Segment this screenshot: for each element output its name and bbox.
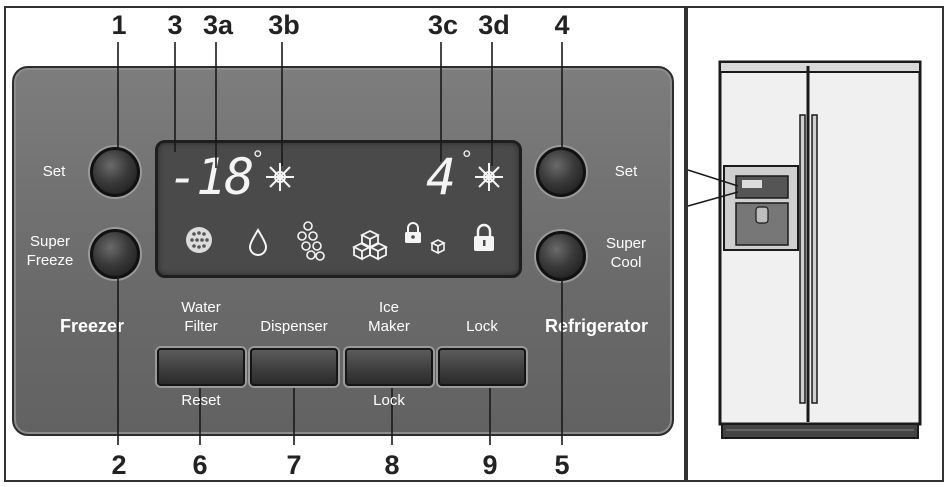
super-freeze-line2: Freeze: [26, 252, 74, 269]
lock-label: Lock: [466, 318, 498, 335]
callout-3b: 3b: [268, 10, 300, 40]
ice-maker-label: Ice Maker: [346, 298, 432, 336]
dispenser-label: Dispenser: [260, 318, 328, 335]
reset-label: Reset: [181, 392, 221, 409]
appliance-frame: [686, 6, 944, 482]
water-filter-line2: Filter: [184, 318, 218, 335]
lock-button[interactable]: [438, 348, 526, 386]
fridge-set-label: Set: [614, 163, 638, 180]
water-filter-line1: Water: [181, 299, 221, 316]
super-cool-line2: Cool: [610, 254, 642, 271]
freezer-section-label: Freezer: [60, 316, 125, 336]
freezer-degree: °: [253, 146, 263, 173]
freezer-set-button[interactable]: [90, 147, 140, 197]
lock-icon: [474, 223, 494, 251]
super-cool-label: Super Cool: [598, 234, 654, 272]
super-freeze-button[interactable]: [90, 229, 140, 279]
super-cool-button[interactable]: [536, 231, 586, 281]
refrigerator-section-label: Refrigerator: [545, 316, 649, 336]
ice-maker-line1: Ice: [378, 299, 399, 316]
dispenser-button[interactable]: [250, 348, 338, 386]
callout-3d: 3d: [478, 10, 510, 40]
callout-1: 1: [111, 10, 127, 40]
ice-maker-line2: Maker: [368, 318, 410, 335]
callout-4: 4: [554, 10, 570, 40]
callout-6: 6: [192, 450, 208, 480]
callout-8: 8: [384, 450, 400, 480]
super-freeze-line1: Super: [29, 233, 71, 250]
crushed-ice-icon: [297, 221, 325, 261]
callout-3: 3: [167, 10, 183, 40]
ice-cube-icon: [351, 229, 389, 261]
super-freeze-label: Super Freeze: [20, 232, 80, 270]
freezer-temp-readout: -18: [168, 148, 254, 206]
water-drop-icon: [248, 228, 268, 256]
ice-maker-lock-button[interactable]: [345, 348, 433, 386]
callout-3c: 3c: [427, 10, 459, 40]
snowflake-icon: [475, 163, 503, 191]
callout-9: 9: [482, 450, 498, 480]
snowflake-icon: [266, 163, 294, 191]
callout-3a: 3a: [202, 10, 234, 40]
fridge-degree: °: [462, 146, 472, 173]
ice-maker-lock-icon: [405, 222, 446, 255]
water-filter-icon: [186, 227, 212, 253]
water-filter-reset-button[interactable]: [157, 348, 245, 386]
callout-7: 7: [286, 450, 302, 480]
ice-maker-lock-label: Lock: [373, 392, 405, 409]
callout-5: 5: [554, 450, 570, 480]
super-cool-line1: Super: [605, 235, 647, 252]
callout-2: 2: [111, 450, 127, 480]
refrigerator-icon: [687, 60, 922, 439]
fridge-set-button[interactable]: [536, 147, 586, 197]
freezer-set-label: Set: [42, 163, 66, 180]
water-filter-label: Water Filter: [160, 298, 242, 336]
lcd-display: [155, 140, 522, 278]
panel-frame: [4, 6, 686, 482]
